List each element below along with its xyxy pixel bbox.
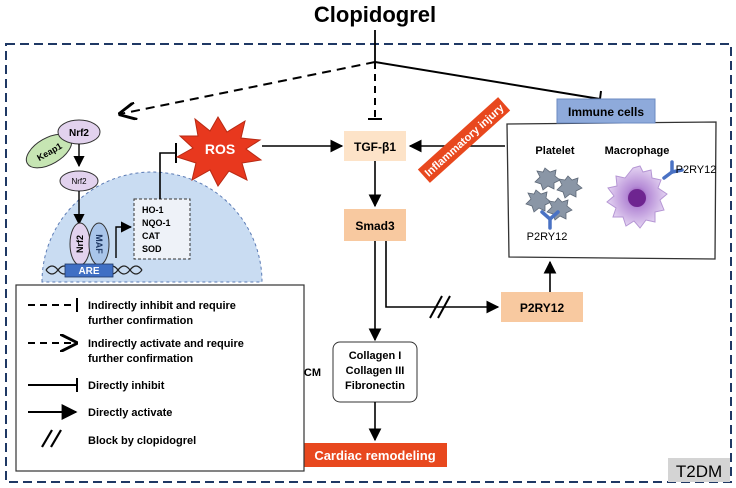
platelet-1: [534, 167, 561, 191]
platelet-2: [556, 175, 583, 199]
nrf2-free-label: Nrf2: [71, 177, 87, 186]
macrophage-label: Macrophage: [605, 145, 670, 157]
nrf2-bound-label: Nrf2: [75, 235, 85, 253]
cardiac-remodeling-label: Cardiac remodeling: [314, 448, 435, 463]
tgf-beta1-box: [344, 131, 406, 161]
legend-dashed-inhibit-label-1: Indirectly inhibit and require: [88, 300, 236, 312]
ecm-collagen1: Collagen I: [349, 350, 402, 362]
legend-block-mark-b: [50, 429, 62, 448]
clopidogrel-to-immune-inhibit: [374, 61, 601, 100]
gene-ho1: HO-1: [142, 205, 164, 215]
are-box: [64, 263, 114, 278]
genes-inhibit-ros-line: [159, 152, 175, 199]
platelet-3: [525, 189, 552, 213]
outer-frame: [5, 43, 732, 483]
cardiac-remodeling-box: [303, 443, 447, 467]
gene-nqo1: NQO-1: [142, 218, 171, 228]
nrf2-top-label: Nrf2: [69, 128, 89, 139]
are-to-genes-arrow: [115, 221, 133, 258]
maf-label: MAF: [94, 234, 104, 254]
t2dm-tag-label: T2DM: [676, 462, 722, 481]
legend-dashed-inhibit-label-2: further confirmation: [88, 315, 193, 327]
ecm-collagen3: Collagen III: [346, 365, 405, 377]
diagram-title: Clopidogrel: [314, 2, 436, 27]
legend-block-mark-a: [41, 429, 53, 448]
macrophage-cell: [606, 165, 668, 229]
legend-box: [15, 284, 305, 472]
platelet-label: Platelet: [535, 145, 574, 157]
p2ry12-box-label: P2RY12: [520, 301, 565, 315]
legend-inhibit-label: Directly inhibit: [88, 380, 165, 392]
block-mark-a: [429, 295, 443, 319]
tgf-beta1-label: TGF-β1: [354, 140, 396, 154]
ros-starburst: [175, 116, 263, 187]
immune-cells-label: Immune cells: [568, 105, 644, 119]
legend-dashed-activate-label-2: further confirmation: [88, 353, 193, 365]
ros-label: ROS: [205, 141, 235, 157]
legend-block-label: Block by clopidogrel: [88, 435, 196, 447]
antioxidant-genes-box: [133, 198, 191, 260]
legend-dashed-activate-label-1: Indirectly activate and require: [88, 338, 244, 350]
legend-activate-label: Directly activate: [88, 407, 172, 419]
platelet-cluster: [525, 167, 583, 221]
ecm-fibronectin: Fibronectin: [345, 380, 405, 392]
smad3-box: [344, 209, 406, 241]
p2ry12-macrophage-label: P2RY12: [676, 164, 717, 176]
clopidogrel-to-nrf2-dashed-activate: [120, 61, 376, 114]
p2ry12-platelet-label: P2RY12: [527, 231, 568, 243]
smad3-label: Smad3: [355, 219, 395, 233]
are-label: ARE: [78, 266, 99, 277]
gene-sod: SOD: [142, 244, 162, 254]
macrophage-receptor-icon: [662, 160, 684, 180]
t2dm-tag-box: [668, 458, 730, 482]
inflammatory-injury-tag: Inflammatory injury: [417, 97, 511, 183]
platelet-receptor-icon: [540, 210, 560, 230]
p2ry12-box: [501, 292, 583, 322]
immune-cells-box: [556, 98, 656, 124]
inflammatory-injury-label: Inflammatory injury: [423, 102, 508, 180]
block-mark-b: [437, 295, 451, 319]
smad3-to-p2ry12-arrow: [385, 241, 500, 314]
gene-cat: CAT: [142, 231, 160, 241]
